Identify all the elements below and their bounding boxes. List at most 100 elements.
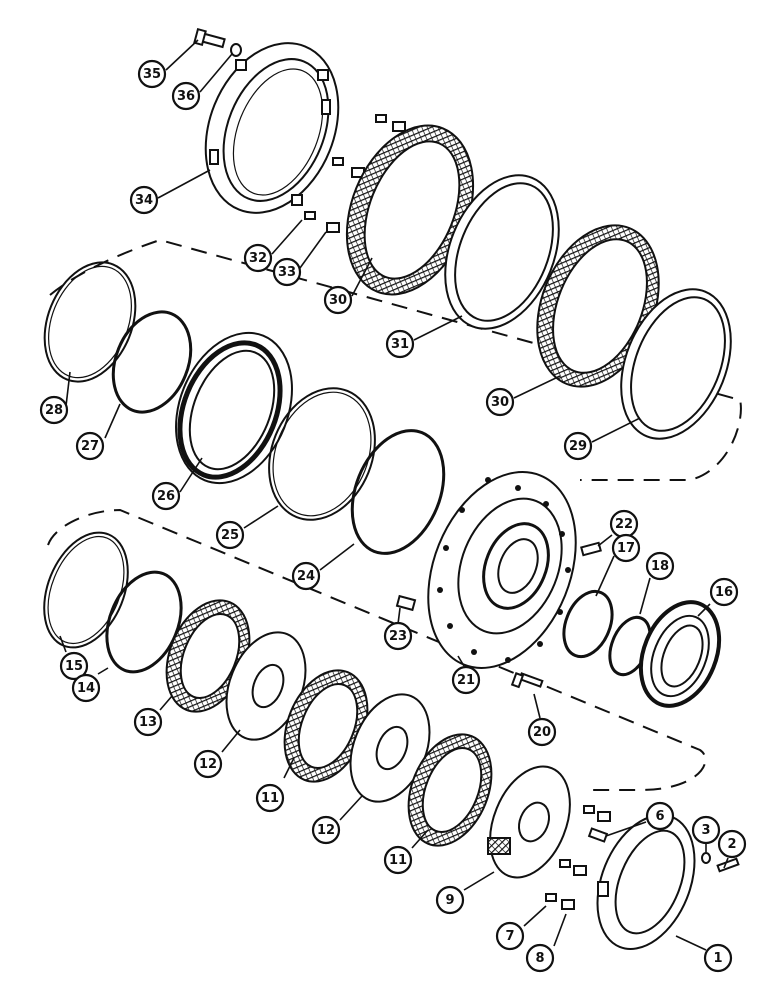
callout-circle [75,431,105,461]
callout-circle [709,577,739,607]
callout-label: 33 [278,265,296,280]
callout-circle [645,551,675,581]
plate-29 [620,288,732,440]
callout-label: 25 [221,528,239,543]
callout-circle [645,801,675,831]
callout-31: 31 [385,329,415,359]
callout-11: 11 [255,783,285,813]
callout-28: 28 [39,395,69,425]
callout-circle [385,329,415,359]
callout-11: 11 [383,845,413,875]
callout-circle [563,431,593,461]
piston-26 [175,331,293,485]
ring-28 [43,261,137,383]
callout-circle [39,395,69,425]
callout-15: 15 [59,651,89,681]
callout-32: 32 [243,243,273,273]
callout-circle [151,481,181,511]
bolt-35 [193,27,226,49]
callout-27: 27 [75,431,105,461]
o-ring-27 [111,310,193,414]
callout-label: 29 [569,439,587,454]
callout-22: 22 [609,509,639,539]
callout-circle [71,673,101,703]
callout-label: 6 [655,809,664,824]
callout-label: 32 [249,251,267,266]
callout-circle [485,387,515,417]
callout-label: 30 [329,293,347,308]
lower-group-boundary [47,508,707,791]
callout-14: 14 [71,673,101,703]
callout-30: 30 [485,387,515,417]
callout-label: 23 [389,629,407,644]
callout-label: 12 [317,823,335,838]
callout-label: 12 [199,757,217,772]
housing-1 [596,814,696,950]
callout-17: 17 [611,533,641,563]
callout-35: 35 [137,59,167,89]
callout-34: 34 [129,185,159,215]
callout-circle [59,651,89,681]
callout-33: 33 [272,257,302,287]
callout-label: 31 [391,337,409,352]
callout-circle [243,243,273,273]
callout-label: 35 [143,67,161,82]
callout-24: 24 [291,561,321,591]
callout-circle [215,520,245,550]
callout-circle [311,815,341,845]
callout-18: 18 [645,551,675,581]
callout-circle [527,717,557,747]
callout-label: 30 [491,395,509,410]
callout-16: 16 [709,577,739,607]
callout-1: 1 [703,943,733,973]
callout-label: 2 [727,837,736,852]
callout-label: 14 [77,681,95,696]
callout-12: 12 [311,815,341,845]
callout-label: 18 [651,559,669,574]
callout-26: 26 [151,481,181,511]
friction-disc-11-lower [407,733,493,847]
callout-circle [383,845,413,875]
callout-circle [255,783,285,813]
springs-lower [545,805,611,910]
callout-label: 7 [505,929,514,944]
callout-circle [717,829,747,859]
callout-label: 17 [617,541,635,556]
housing-34 [204,42,340,214]
callout-circle [272,257,302,287]
callout-circle [451,665,481,695]
bolt-20 [510,672,544,689]
callout-label: 36 [177,89,195,104]
hub-plate-21 [427,471,577,669]
callout-circle [691,815,721,845]
callout-29: 29 [563,431,593,461]
callout-label: 24 [297,569,315,584]
hub-plate-21-holes [437,477,571,663]
bolt-2 [716,857,740,873]
friction-disc-30-upper [345,124,475,296]
callout-21: 21 [451,665,481,695]
callout-label: 11 [389,853,407,868]
callout-8: 8 [525,943,555,973]
springs-upper [304,114,406,233]
callout-circle [383,621,413,651]
callout-label: 9 [445,893,454,908]
callout-20: 20 [527,717,557,747]
callout-label: 22 [615,517,633,532]
callout-circle [171,81,201,111]
callout-label: 11 [261,791,279,806]
pin-22 [580,541,602,557]
ring-15 [43,531,129,649]
callout-label: 16 [715,585,733,600]
friction-disc-11-upper [283,669,369,783]
callout-circle [495,921,525,951]
callout-label: 8 [535,951,544,966]
callout-7: 7 [495,921,525,951]
callout-circle [435,885,465,915]
callout-label: 26 [157,489,175,504]
callout-6: 6 [645,801,675,831]
callout-label: 15 [65,659,83,674]
ring-17 [562,589,614,659]
callout-circle [291,561,321,591]
